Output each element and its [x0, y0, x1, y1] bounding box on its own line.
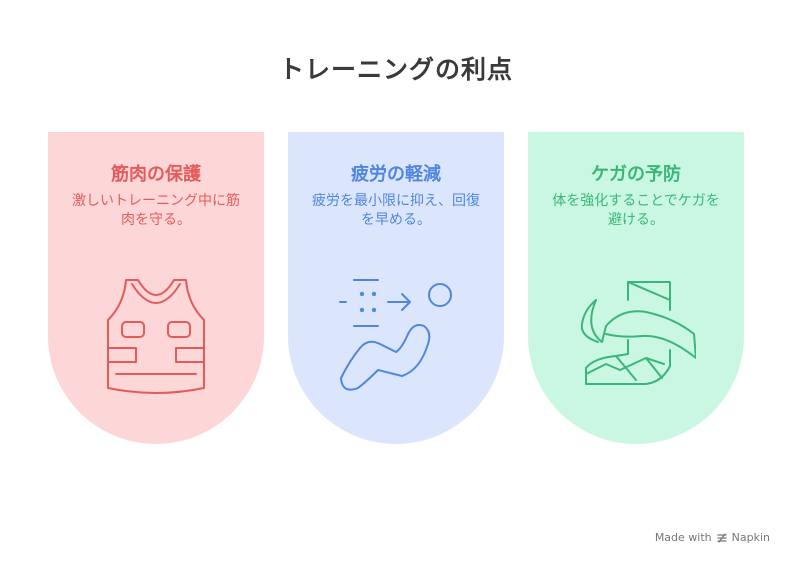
napkin-logo-icon [716, 532, 727, 543]
card-fatigue-reduction: 疲労の軽減 疲労を最小限に抑え、回復を早める。 [288, 132, 504, 444]
napkin-brand[interactable]: Napkin [731, 531, 770, 544]
card-title: 疲労の軽減 [351, 164, 441, 185]
card-title: ケガの予防 [591, 164, 681, 185]
page-title: トレーニングの利点 [278, 55, 513, 84]
card-title: 筋肉の保護 [111, 164, 201, 185]
card-description: 体を強化することでケガを避ける。 [552, 193, 720, 228]
bandaged-leg-icon [580, 281, 696, 385]
card-description: 疲労を最小限に抑え、回復を早める。 [312, 193, 480, 228]
card-injury-prevention: ケガの予防 体を強化することでケガを避ける。 [528, 132, 744, 444]
made-with-label: Made with [654, 531, 712, 544]
recovery-figure-icon [339, 279, 452, 391]
vest-icon [107, 279, 205, 394]
card-muscle-protection: 筋肉の保護 激しいトレーニング中に筋肉を守る。 [48, 132, 264, 444]
card-description: 激しいトレーニング中に筋肉を守る。 [72, 193, 240, 228]
footer-attribution: Made with Napkin [655, 531, 770, 544]
